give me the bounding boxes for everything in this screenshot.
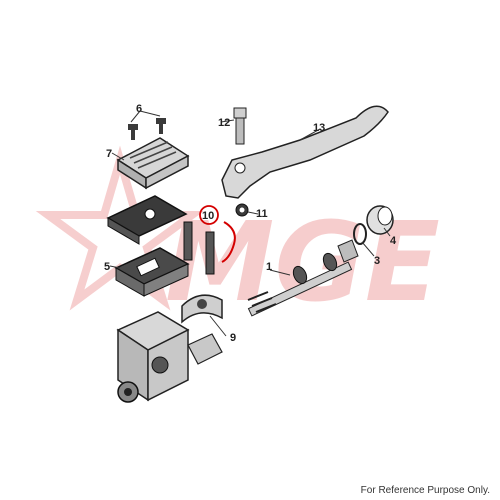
reservoir-cap (116, 137, 190, 190)
brake-lever (221, 105, 389, 199)
diaphragm (114, 247, 190, 297)
callout-10: 10 (202, 210, 214, 222)
callout-12: 12 (218, 117, 230, 129)
callout-1: 1 (266, 261, 272, 273)
dust-boot (366, 205, 394, 235)
callout-9: 9 (230, 332, 236, 344)
lever-nut (235, 203, 249, 217)
diaphragm-plate (106, 195, 188, 245)
screw-pair (128, 118, 166, 140)
highlight-arrow (221, 221, 236, 263)
callout-4: 4 (390, 235, 397, 247)
callout-5: 5 (104, 261, 110, 273)
master-cylinder-body (116, 311, 223, 403)
pivot-bolt (233, 107, 247, 145)
callout-13: 13 (313, 122, 325, 134)
callout-3: 3 (374, 255, 380, 267)
callout-11: 11 (256, 208, 268, 220)
circlip (353, 223, 367, 245)
handlebar-clamp (181, 294, 223, 324)
callout-6: 6 (136, 103, 142, 115)
reference-note: For Reference Purpose Only. (360, 485, 490, 496)
clamp-bolts (183, 221, 215, 275)
leader-lines (109, 119, 391, 337)
callout-7: 7 (106, 148, 112, 160)
piston-assembly (247, 239, 359, 317)
highlight-circle (199, 205, 219, 225)
